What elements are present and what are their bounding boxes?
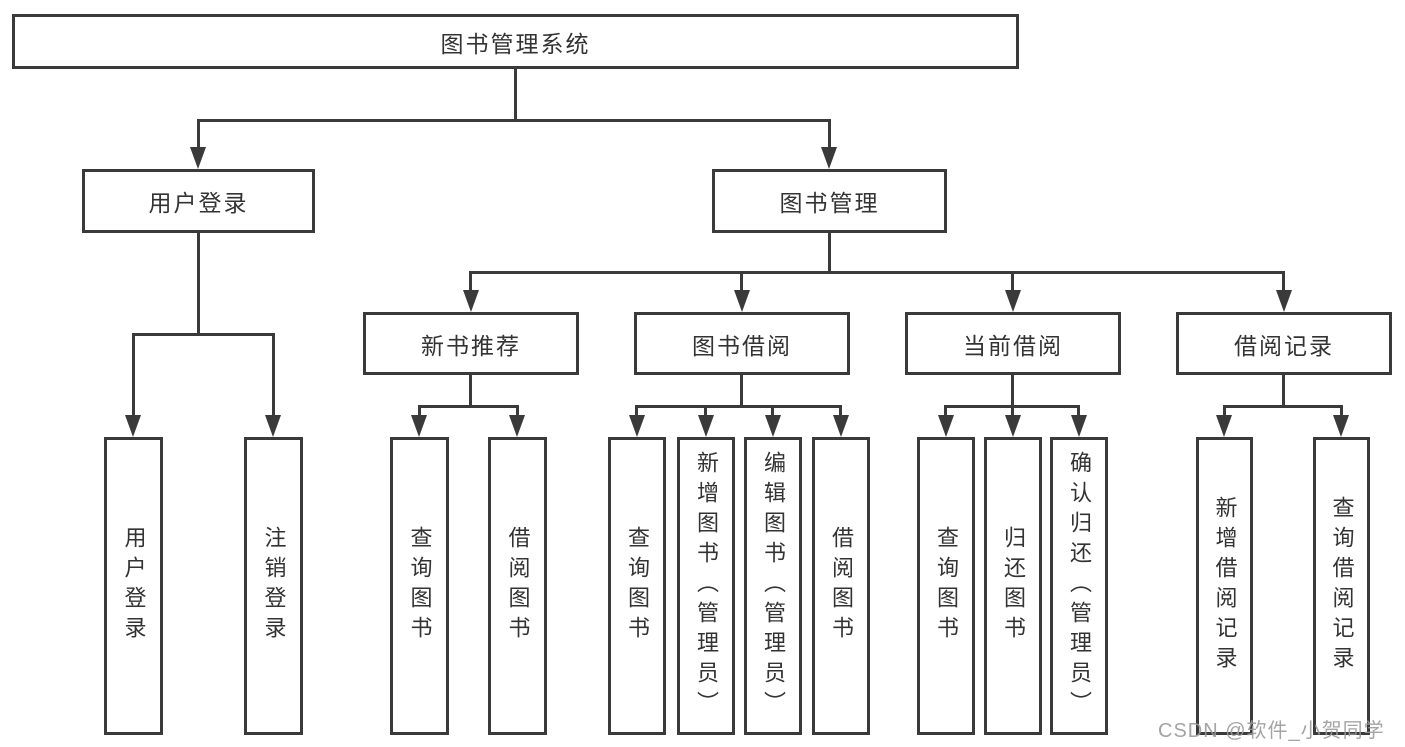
connector-rail [418,405,519,408]
leaf-label: 注销登录 [261,526,287,646]
leaf-label: 查询图书 [625,526,650,646]
node-new-book-recommendation: 新书推荐 [363,312,579,375]
connector-drop [1340,405,1343,419]
node-user-login: 用户登录 [104,437,163,735]
connector-stem [828,233,831,274]
connector-rail [469,271,1285,274]
connector-drop [418,405,421,419]
connector-drop [635,405,638,419]
leaf-label: 借阅图书 [505,526,531,646]
connector-drop [516,405,519,419]
arrow-down-icon [265,415,281,437]
arrow-down-icon [629,415,645,437]
leaf-label: 编辑图书（管理员） [761,451,786,721]
connector-stem [469,375,472,407]
connector-drop [740,271,743,294]
connector-drop [704,405,707,419]
node-confirm-return-admin: 确认归还（管理员） [1050,437,1108,735]
connector-drop [944,405,947,419]
leaf-label: 确认归还（管理员） [1067,451,1092,721]
connector-drop [1011,405,1014,419]
arrow-down-icon [1005,290,1021,312]
connector-drop [1223,405,1226,419]
node-add-borrow-record: 新增借阅记录 [1196,437,1253,735]
arrow-down-icon [698,415,714,437]
connector-drop [771,405,774,419]
arrow-down-icon [509,415,525,437]
arrow-down-icon [190,147,206,169]
connector-drop [469,271,472,294]
arrow-down-icon [463,290,479,312]
node-book-management: 图书管理 [712,169,947,233]
arrow-down-icon [938,415,954,437]
connector-drop [839,405,842,419]
arrow-down-icon [1071,415,1087,437]
node-borrowing-records: 借阅记录 [1176,312,1392,375]
node-edit-books-admin: 编辑图书（管理员） [744,437,802,735]
arrow-down-icon [765,415,781,437]
node-library-management-system: 图书管理系统 [12,14,1019,69]
connector-drop [197,119,200,149]
leaf-label: 归还图书 [1001,526,1026,646]
connector-root-rail [197,119,831,122]
connector-stem [1011,375,1014,407]
leaf-label: 新增图书（管理员） [694,451,719,721]
arrow-down-icon [1216,415,1232,437]
arrow-down-icon [1005,415,1021,437]
leaf-label: 新增借阅记录 [1212,496,1238,676]
leaf-label: 用户登录 [121,526,147,646]
node-query-books-current: 查询图书 [917,437,975,735]
connector-drop [1011,271,1014,294]
watermark: CSDN @软件_小贺同学 [1158,720,1385,742]
connector-drop [272,333,275,419]
node-borrow-books-borrowing: 借阅图书 [812,437,870,735]
connector-drop [132,333,135,419]
connector-drop [828,119,831,149]
node-query-books-borrowing: 查询图书 [608,437,666,735]
connector-drop [1077,405,1080,419]
connector-rail [635,405,841,408]
node-book-borrowing: 图书借阅 [634,312,850,375]
leaf-label: 查询借阅记录 [1329,496,1355,676]
connector-stem [740,375,743,407]
connector-rail [132,333,274,336]
arrow-down-icon [734,290,750,312]
connector-stem [1282,375,1285,407]
arrow-down-icon [1276,290,1292,312]
node-logout: 注销登录 [244,437,303,735]
node-query-borrow-record: 查询借阅记录 [1313,437,1370,735]
node-query-books-recommend: 查询图书 [390,437,449,735]
connector-drop [1282,271,1285,294]
arrow-down-icon [821,147,837,169]
arrow-down-icon [125,415,141,437]
node-borrow-books-recommend: 借阅图书 [488,437,547,735]
node-current-borrowing: 当前借阅 [905,312,1121,375]
arrow-down-icon [833,415,849,437]
node-add-books-admin: 新增图书（管理员） [677,437,735,735]
node-user-login-group: 用户登录 [82,169,315,233]
connector-stem [197,233,200,335]
leaf-label: 查询图书 [407,526,433,646]
arrow-down-icon [411,415,427,437]
leaf-label: 查询图书 [934,526,959,646]
leaf-label: 借阅图书 [829,526,854,646]
connector-rail [1223,405,1343,408]
connector-root-stem [514,69,517,121]
arrow-down-icon [1333,415,1349,437]
node-return-books: 归还图书 [984,437,1042,735]
